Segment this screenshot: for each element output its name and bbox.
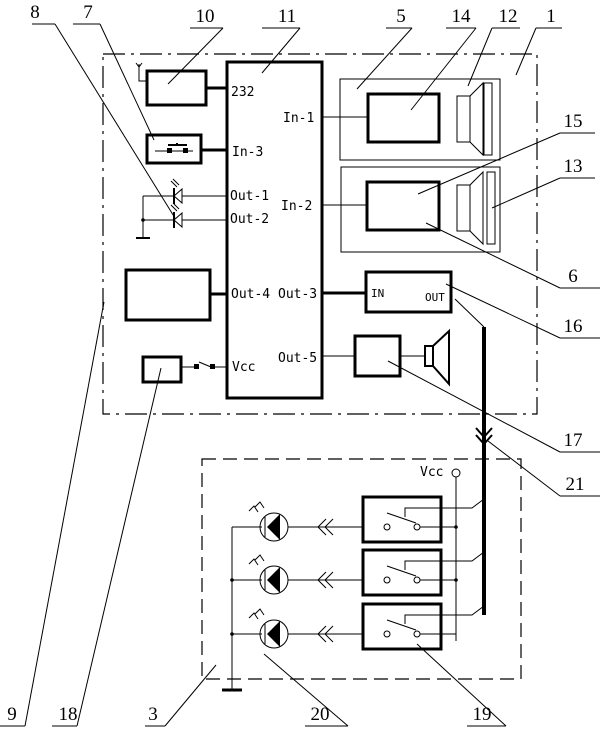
leader-r10: 10	[167, 6, 224, 85]
leader-r12: 12	[467, 6, 520, 87]
numeral-3: 3	[148, 704, 158, 725]
leader-r20: 20	[263, 653, 349, 727]
numeral-15: 15	[564, 111, 583, 132]
port-232: 232	[231, 85, 254, 100]
numeral-5: 5	[396, 6, 406, 27]
leader-r18: 18	[52, 367, 162, 727]
leader-r15: 15	[417, 111, 595, 195]
port-out1: Out-1	[230, 189, 269, 204]
power-supply-switch	[141, 355, 227, 384]
connector-icon	[317, 625, 327, 643]
amp-in-label: IN	[371, 287, 384, 300]
numeral-17: 17	[564, 430, 583, 451]
push-button-symbol	[145, 133, 227, 165]
numeral-19: 19	[473, 704, 492, 725]
numeral-13: 13	[564, 156, 583, 177]
leader-r13: 13	[491, 156, 595, 209]
numeral-21: 21	[566, 474, 585, 495]
leader-r7: 7	[73, 2, 155, 141]
leader-r5: 5	[356, 6, 413, 90]
leader-r6: 6	[425, 222, 600, 289]
port-in3: In-3	[232, 145, 263, 160]
leader-r17: 17	[387, 360, 600, 453]
numeral-16: 16	[564, 316, 583, 337]
numeral-14: 14	[452, 6, 472, 27]
numeral-1: 1	[546, 6, 556, 27]
connector-icon	[317, 518, 327, 536]
leader-r16: 16	[445, 283, 600, 339]
lamp-relay-row	[232, 495, 485, 544]
numeral-18: 18	[59, 704, 78, 725]
port-out5: Out-5	[278, 351, 317, 366]
lamp-icon	[248, 554, 289, 595]
leader-r3: 3	[145, 664, 217, 727]
lens-2-icon	[456, 184, 471, 232]
leader-r11: 11	[261, 6, 301, 74]
wireless-module	[135, 62, 227, 107]
numeral-11: 11	[278, 6, 296, 27]
numeral-9: 9	[7, 704, 17, 725]
camera-module-1	[322, 78, 501, 161]
driver-amplifier: IN OUT	[322, 270, 485, 328]
port-out2: Out-2	[230, 212, 269, 227]
relay-19-block	[361, 495, 443, 544]
relay-19-block	[361, 548, 443, 597]
camera-module-2	[322, 166, 501, 253]
leader-r19: 19	[416, 643, 507, 727]
amp-out-label: OUT	[425, 291, 445, 304]
leader-r1: 1	[515, 6, 562, 76]
lamp-relay-row	[230, 602, 485, 651]
leader-r21: 21	[487, 440, 600, 497]
port-in2: In-2	[281, 199, 312, 214]
indicator-leds	[136, 178, 227, 239]
numeral-20: 20	[311, 704, 330, 725]
module-9-block	[124, 268, 212, 322]
leader-r14: 14	[410, 6, 477, 111]
relay-vcc-label: Vcc	[420, 465, 443, 480]
enclosure-1-boundary	[102, 53, 538, 415]
numeral-6: 6	[568, 266, 578, 287]
speaker-icon	[424, 345, 434, 367]
numeral-10: 10	[196, 6, 215, 27]
audio-speaker	[322, 328, 450, 387]
numeral-8: 8	[30, 2, 40, 23]
numeral-7: 7	[83, 2, 93, 23]
controller-block	[225, 60, 324, 400]
remote-lamp-unit: Vcc	[222, 465, 461, 692]
numeral-12: 12	[499, 6, 518, 27]
leader-r8: 8	[30, 2, 176, 219]
enclosure-3-boundary	[201, 458, 522, 680]
port-vcc-ctrl: Vcc	[232, 360, 255, 375]
lamp-icon	[248, 608, 289, 649]
port-in1: In-1	[283, 111, 314, 126]
port-out4: Out-4	[231, 287, 270, 302]
antenna-icon	[138, 64, 147, 82]
lens-1-icon	[456, 95, 471, 143]
lamp-relay-row	[230, 548, 485, 597]
lamp-icon	[248, 501, 289, 542]
connector-icon	[317, 571, 327, 589]
port-out3: Out-3	[278, 287, 317, 302]
relay-19-block	[361, 602, 443, 651]
connector-21-icon	[475, 427, 493, 439]
leader-r9: 9	[0, 301, 105, 727]
